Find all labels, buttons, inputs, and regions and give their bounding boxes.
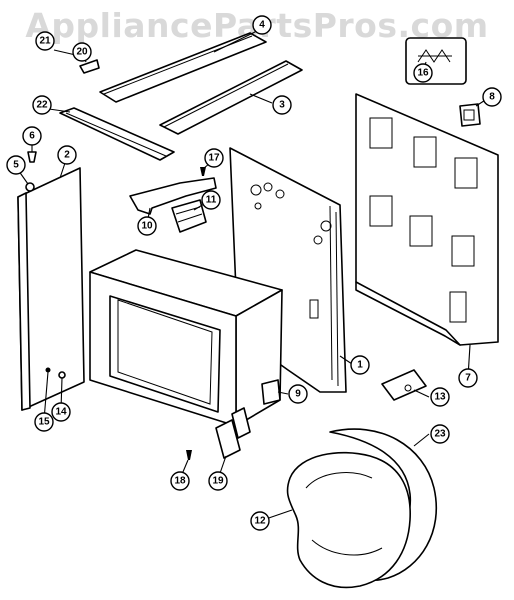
part-bracket-9 [261,379,281,405]
callout-7: 7 [458,368,478,388]
callout-21: 21 [35,31,55,51]
part-front-top-strip [59,107,175,161]
part-screw-18 [186,450,192,460]
part-back-panel [355,93,499,346]
callout-5: 5 [6,155,26,175]
callout-20-label: 20 [76,47,88,58]
callout-22-label: 22 [36,100,48,111]
callout-1-label: 1 [357,360,363,371]
callout-13-label: 13 [434,392,446,403]
callout-20: 20 [72,42,92,62]
callout-9: 9 [288,384,308,404]
callout-12: 12 [250,511,270,531]
part-left-front-trim [17,167,85,411]
callout-3-label: 3 [279,100,285,111]
callout-17: 17 [204,148,224,168]
part-fastener-5 [25,182,35,192]
part-screw-15 [45,367,51,373]
part-plate-8 [459,103,481,127]
callout-10-label: 10 [141,221,153,232]
callout-4-label: 4 [259,20,265,31]
callout-1: 1 [350,355,370,375]
part-fastener-6 [27,151,37,163]
callout-18: 18 [170,471,190,491]
callout-12-label: 12 [254,516,266,527]
callout-14-label: 14 [55,407,67,418]
callout-21-label: 21 [39,36,51,47]
callout-5-label: 5 [13,160,19,171]
callout-18-label: 18 [174,476,186,487]
part-oven-cavity [89,249,283,427]
part-insulation [286,451,411,589]
callout-15: 15 [34,412,54,432]
callout-11: 11 [201,190,221,210]
callout-23: 23 [430,424,450,444]
part-screw-14 [58,371,66,379]
callout-11-label: 11 [206,195,217,206]
callout-15-label: 15 [38,417,50,428]
callout-19: 19 [208,471,228,491]
callout-4: 4 [252,15,272,35]
part-bracket-10 [129,177,217,215]
part-angle-bracket [381,369,427,401]
callout-16: 16 [413,63,433,83]
callout-9-label: 9 [295,389,301,400]
callout-13: 13 [430,387,450,407]
part-screw-17 [200,167,206,176]
callout-19-label: 19 [212,476,224,487]
callout-8: 8 [482,87,502,107]
callout-8-label: 8 [489,92,495,103]
callout-6-label: 6 [29,131,35,142]
part-hinge [215,407,251,459]
callout-23-label: 23 [434,429,446,440]
part-latch-11 [171,199,207,233]
callout-16-label: 16 [417,68,429,79]
callout-3: 3 [272,95,292,115]
callout-10: 10 [137,216,157,236]
callout-2-label: 2 [64,150,70,161]
callout-14: 14 [51,402,71,422]
callout-2: 2 [57,145,77,165]
callout-7-label: 7 [465,373,471,384]
part-rear-top-strip [159,60,303,135]
callout-17-label: 17 [208,153,220,164]
callout-22: 22 [32,95,52,115]
callout-6: 6 [22,126,42,146]
